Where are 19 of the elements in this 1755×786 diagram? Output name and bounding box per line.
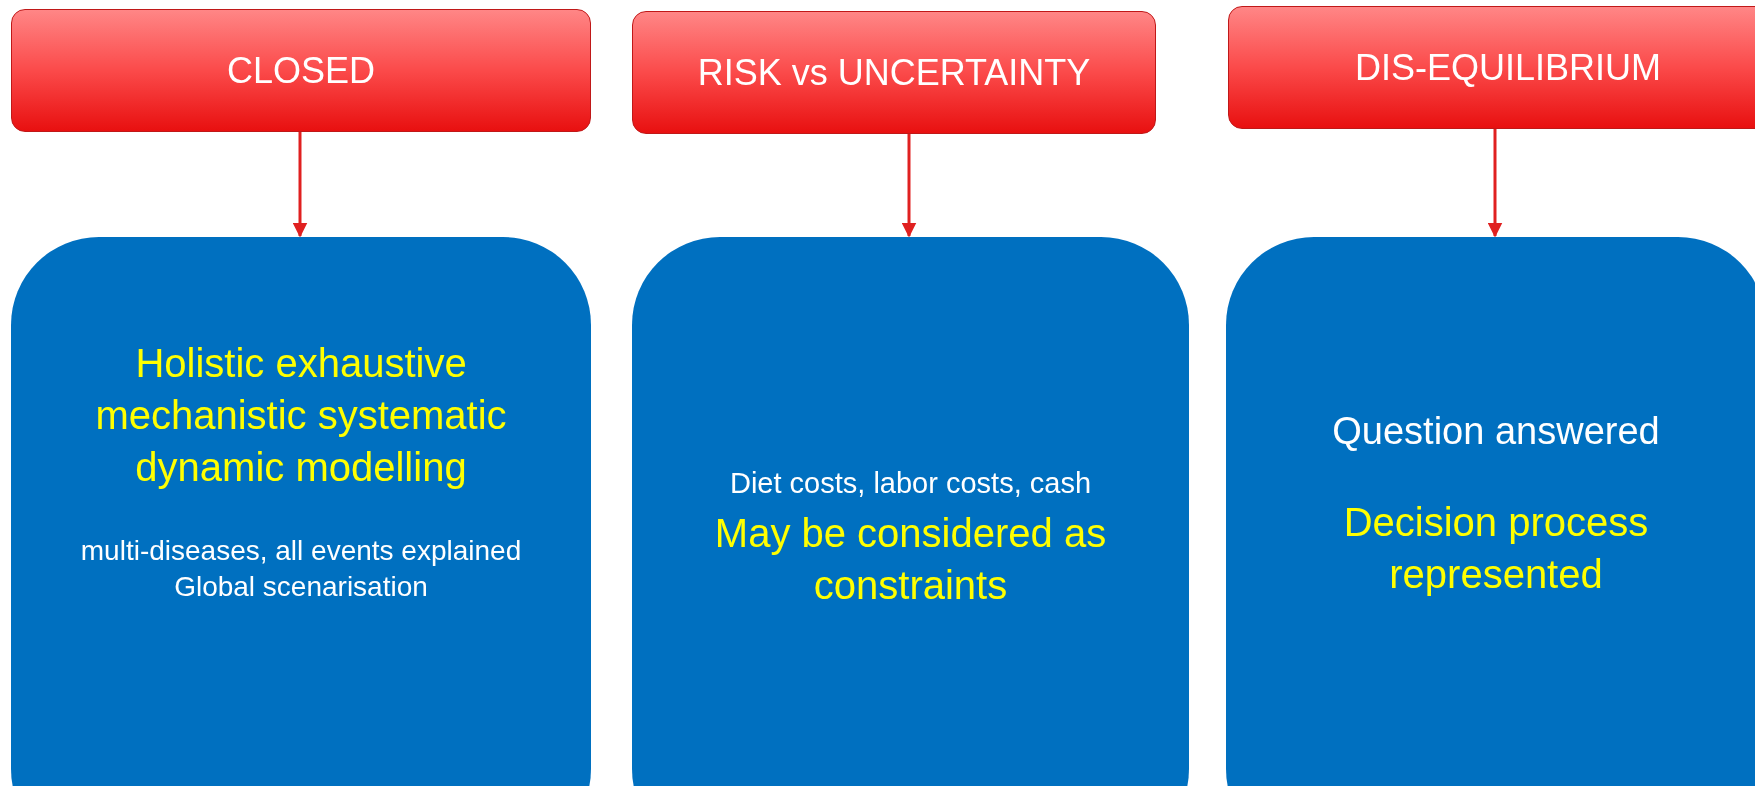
header-title: RISK vs UNCERTAINTY	[697, 51, 1091, 94]
arrow	[292, 132, 308, 238]
arrow	[1487, 129, 1503, 238]
box-text: Diet costs, labor costs, cash	[730, 466, 1091, 501]
header-box	[11, 9, 591, 132]
content-box	[11, 237, 591, 786]
header-box	[1228, 6, 1755, 129]
content-box	[632, 237, 1189, 786]
content-box	[1226, 237, 1755, 786]
header-title: DIS-EQUILIBRIUM	[1354, 46, 1661, 89]
header-box	[632, 11, 1156, 134]
box-text: Question answered	[1332, 409, 1660, 454]
box-text: Holistic exhaustive mechanistic systematic dynamic modelling	[94, 340, 508, 491]
box-text: Decision process represented	[1342, 499, 1650, 599]
box-text: May be considered as constraints	[713, 509, 1108, 609]
header-title: CLOSED	[226, 49, 375, 92]
box-text: Global scenarisation	[174, 570, 428, 605]
arrow	[901, 134, 917, 238]
box-text: multi-diseases, all events explained	[80, 534, 522, 568]
